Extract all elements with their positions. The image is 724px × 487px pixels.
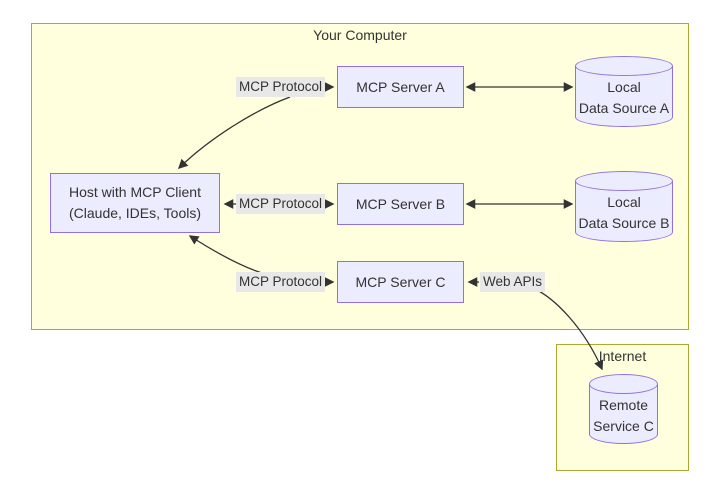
host-node: Host with MCP Client (Claude, IDEs, Tool… — [50, 173, 220, 233]
local-data-source-b-label-line1: Local — [607, 194, 641, 210]
internet-cluster-label: Internet — [598, 348, 647, 364]
local-data-source-b-label-line2: Data Source B — [578, 215, 670, 231]
local-data-source-b-label: Local Data Source B — [575, 184, 673, 242]
cylinder-body — [575, 66, 673, 127]
local-data-source-a-label-line2: Data Source A — [578, 100, 670, 116]
local-data-source-b-cylinder: Local Data Source B — [575, 171, 673, 242]
mcp-server-a-label: MCP Server A — [356, 78, 445, 95]
host-node-label-line1: Host with MCP Client — [68, 184, 201, 200]
mcp-server-c-label: MCP Server C — [355, 273, 446, 290]
cylinder-top-ellipse — [589, 374, 658, 394]
local-data-source-a-label-line1: Local — [607, 79, 641, 95]
remote-service-c-label-line2: Service C — [593, 417, 654, 434]
host-node-label-line2: (Claude, IDEs, Tools) — [68, 205, 201, 221]
cylinder-top-ellipse — [575, 171, 673, 191]
edge-label-web-apis: Web APIs — [480, 272, 546, 293]
local-data-source-a-cylinder: Local Data Source A — [575, 56, 673, 127]
mcp-server-b-node: MCP Server B — [337, 183, 464, 225]
remote-service-c-label-line1: Remote — [598, 396, 649, 413]
edge-server-a-to-host — [177, 96, 291, 170]
cylinder-body — [575, 181, 673, 242]
mcp-server-a-node: MCP Server A — [337, 66, 464, 108]
local-data-source-a-label: Local Data Source A — [575, 69, 673, 127]
remote-service-c-label: Remote Service C — [589, 387, 658, 444]
cylinder-top-ellipse — [575, 56, 673, 76]
edge-label-mcp-protocol-b: MCP Protocol — [236, 194, 326, 215]
cylinder-body — [589, 384, 658, 444]
internet-cluster: Internet — [556, 344, 689, 471]
edge-label-mcp-protocol-a: MCP Protocol — [236, 77, 326, 98]
your-computer-cluster-label: Your Computer — [313, 27, 407, 43]
edge-label-mcp-protocol-c: MCP Protocol — [236, 272, 326, 293]
edge-server-c-to-host — [188, 235, 263, 274]
edge-web-apis-to-remote-service-c — [532, 287, 604, 371]
mcp-server-b-label: MCP Server B — [355, 195, 446, 212]
remote-service-c-cylinder: Remote Service C — [589, 374, 658, 444]
mcp-server-c-node: MCP Server C — [337, 261, 464, 303]
